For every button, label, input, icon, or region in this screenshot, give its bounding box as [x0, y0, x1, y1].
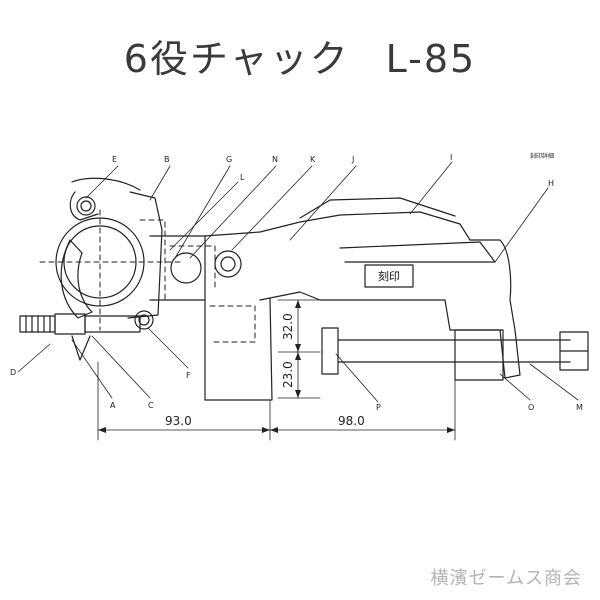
- watermark: 横濱ゼームス商会: [430, 568, 582, 589]
- clamp-bolt: [19, 313, 141, 361]
- product-name: 6役チャック: [123, 37, 350, 81]
- product-model: L-85: [385, 37, 477, 81]
- rivet-f: [134, 310, 154, 330]
- part-label-g: G: [226, 155, 232, 164]
- bolt-k: [214, 250, 242, 278]
- part-label-d: D: [10, 368, 16, 377]
- rivet-e: [76, 196, 96, 216]
- part-label-o: O: [528, 403, 534, 412]
- stamp-note: 刻印詳細: [530, 152, 554, 160]
- part-label-i: I: [450, 153, 452, 162]
- dimension-lines: [97, 299, 456, 441]
- part-label-e: E: [112, 155, 117, 164]
- part-label-f: F: [186, 371, 191, 380]
- part-label-c: C: [148, 401, 154, 410]
- rivet-e-inner: [80, 200, 92, 212]
- rivet-f-inner: [138, 314, 150, 326]
- bolt-g: [170, 252, 202, 284]
- part-label-k: K: [310, 155, 316, 164]
- part-label-a: A: [110, 401, 116, 410]
- clamp-ring: [55, 177, 163, 319]
- part-label-n: N: [272, 155, 278, 164]
- hidden-lines: [39, 209, 256, 343]
- bolt-k-inner: [220, 256, 236, 272]
- dimension-height-upper: 32.0: [281, 313, 295, 340]
- part-label-j: J: [351, 155, 354, 164]
- part-label-l: L: [240, 173, 245, 182]
- part-label-p: P: [376, 403, 381, 412]
- part-label-m: M: [576, 403, 583, 412]
- page-title: 6役チャック L-85: [0, 28, 600, 83]
- stamp-box: [364, 264, 414, 288]
- leader-lines: [17, 161, 579, 403]
- chuck-body: [149, 197, 521, 401]
- dimension-height-lower: 23.0: [281, 361, 295, 388]
- part-label-h: H: [548, 179, 554, 188]
- part-label-b: B: [164, 155, 170, 164]
- stamp-label: 刻印: [378, 269, 400, 283]
- screw-assembly: [321, 327, 589, 375]
- dimension-width-right: 98.0: [338, 414, 365, 428]
- dimension-width-left: 93.0: [165, 414, 192, 428]
- dimension-arrows: [98, 300, 455, 433]
